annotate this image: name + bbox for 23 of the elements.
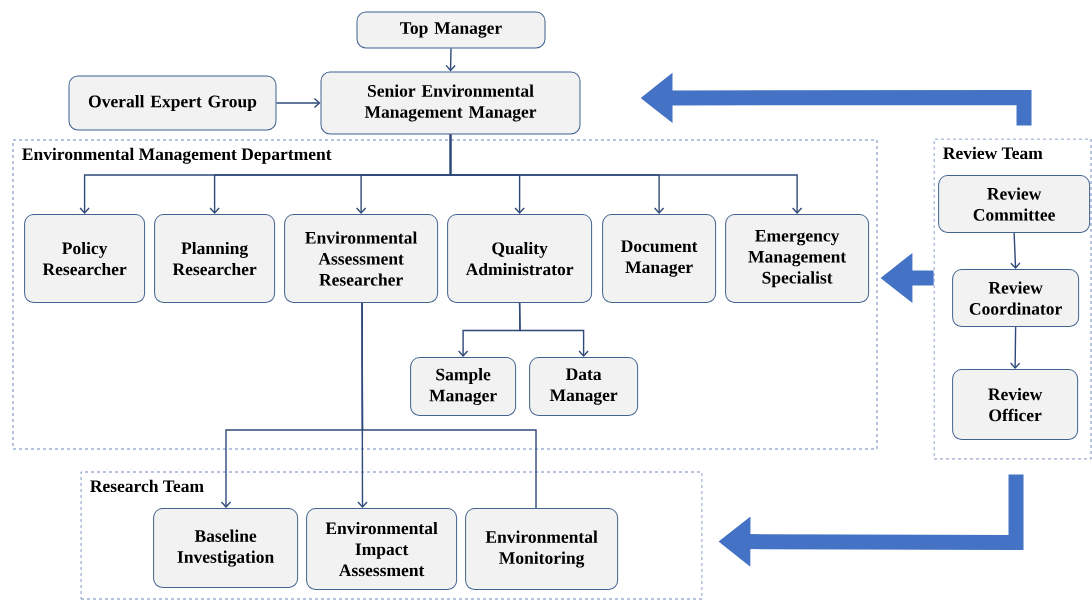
role-box: Review Committee [938,175,1091,234]
role-box: Sample Manager [410,357,517,417]
role-box: Planning Researcher [154,214,276,304]
role-box: Environmental Monitoring [465,508,619,591]
role-box: Review Coordinator [952,269,1080,328]
connector-arrow [275,97,321,109]
role-box: Overall Expert Group [68,75,277,131]
connector-arrow [518,302,589,358]
role-box: Environmental Impact Assessment [306,508,458,591]
role-box: Review Officer [952,369,1079,441]
role-box: Environmental Assessment Researcher [284,214,439,304]
role-box: Baseline Investigation [153,508,299,589]
role-box: Policy Researcher [24,214,146,304]
role-box: Senior Environmental Management Manager [320,71,581,135]
connector-arrow [449,133,803,215]
connector-arrow [1009,326,1021,370]
role-box: Top Manager [356,11,546,49]
role-box: Quality Administrator [447,214,593,304]
role-box: Emergency Management Specialist [725,214,870,304]
role-box: Data Manager [529,357,639,417]
connector-arrow [445,47,456,72]
connector-arrow [1010,232,1021,270]
role-box: Document Manager [602,214,717,304]
